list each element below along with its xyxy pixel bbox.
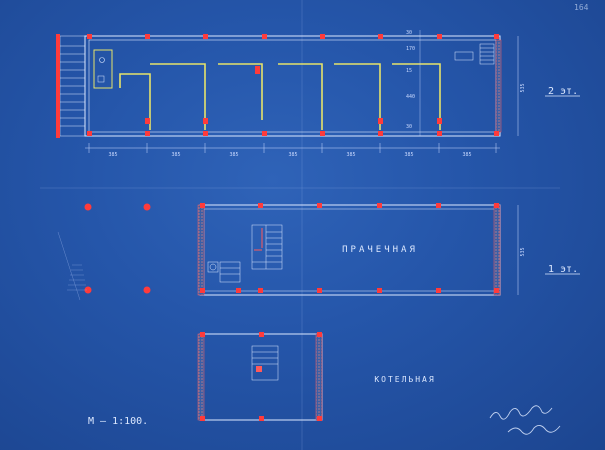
boiler-room-name: КОТЕЛЬНАЯ — [374, 375, 435, 384]
boiler-marker — [256, 366, 262, 372]
floor2-left-wall — [56, 34, 60, 138]
floor1-stair — [251, 224, 283, 270]
signature — [489, 405, 561, 435]
boiler-right-wall — [315, 333, 323, 421]
foundation-columns — [84, 203, 151, 294]
floor1-room-name: ПРАЧЕЧНАЯ — [342, 245, 418, 255]
floor2-bay-dim-3: 385 — [229, 152, 238, 158]
floor2-label: 2 эт. — [548, 86, 578, 97]
floor1-fixture — [207, 261, 241, 283]
floor1-left-wall — [197, 204, 205, 296]
floor2-bay-dim-4: 385 — [288, 152, 297, 158]
boiler-left-wall — [197, 333, 205, 421]
floor2-depth-dim: 535 — [520, 83, 526, 92]
floor1-depth-dim: 535 — [520, 247, 526, 256]
boiler-stair — [251, 345, 279, 381]
floor1-label: 1 эт. — [548, 264, 578, 275]
floor2-columns — [87, 34, 499, 136]
floor1-right-wall — [493, 204, 501, 296]
ghost-stair — [57, 231, 87, 301]
floor2-right-dim-4: 440 — [406, 94, 415, 100]
boiler-plan: КОТЕЛЬНАЯ — [197, 332, 435, 421]
boiler-columns — [200, 332, 322, 421]
floor2-right-dim-3: 15 — [406, 68, 412, 74]
floor2-left-stair — [59, 35, 86, 137]
floor2-bay-dim-7: 385 — [462, 152, 471, 158]
sheet-guides — [40, 0, 560, 450]
scale-label: М — 1:100. — [88, 416, 148, 427]
floor1-columns — [200, 203, 499, 293]
floor2-bay-dim-2: 385 — [171, 152, 180, 158]
corner-mark: 164 — [574, 3, 589, 12]
floor2-bay-dim-1: 385 — [108, 152, 117, 158]
floor2-sanitary — [93, 49, 113, 89]
floor2-partitions — [119, 63, 441, 130]
floor2-dimension-line — [85, 143, 500, 153]
floor2-right-dim-2: 170 — [406, 46, 415, 52]
floor2-bay-dim-6: 385 — [404, 152, 413, 158]
floor1-stair-red-strokes — [254, 228, 263, 251]
floor1-plan: ПРАЧЕЧНАЯ 535 1 эт. — [197, 203, 580, 296]
floor2-bay-dim-5: 385 — [346, 152, 355, 158]
floor2-right-dim-5: 30 — [406, 124, 412, 130]
floor2-right-wall — [495, 39, 502, 133]
floor2-right-dim-1: 30 — [406, 30, 412, 36]
floor2-right-stair — [454, 43, 495, 65]
floor2-plan: 385 385 385 385 385 385 385 30 170 15 44… — [56, 30, 580, 158]
